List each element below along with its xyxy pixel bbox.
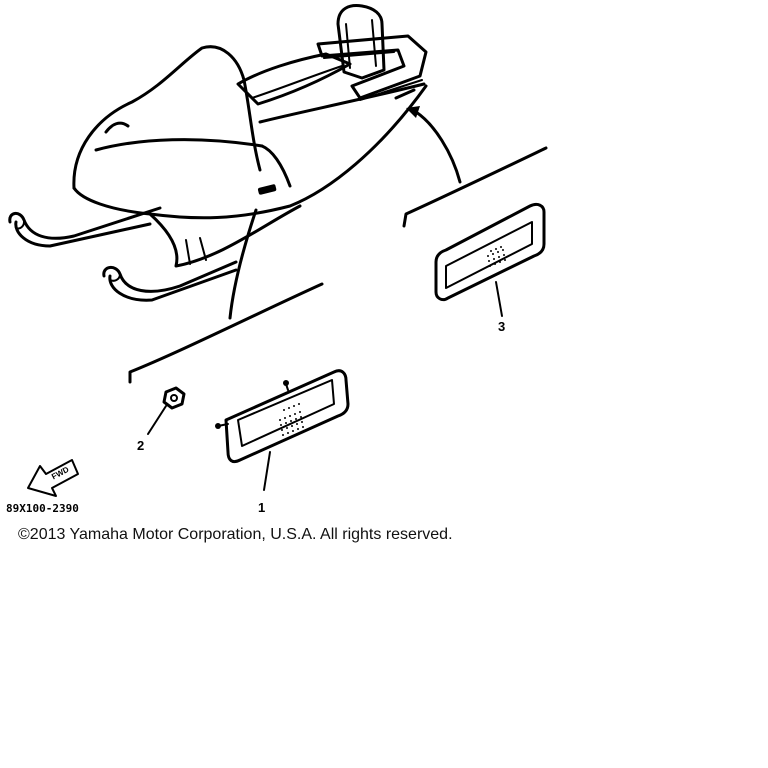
front-arrow-icon: FWD xyxy=(27,459,79,497)
reflector-texture xyxy=(279,403,304,436)
diagram-code: 89X100-2390 xyxy=(6,502,79,515)
callout-3: 3 xyxy=(498,319,505,334)
leader-lines xyxy=(228,106,462,320)
copyright-notice: ©2013 Yamaha Motor Corporation, U.S.A. A… xyxy=(18,526,453,543)
snowmobile-illustration xyxy=(8,4,428,302)
callout-1: 1 xyxy=(258,500,265,515)
part-1-side-reflector xyxy=(215,369,350,491)
reflector-texture xyxy=(487,246,506,267)
callout-2: 2 xyxy=(137,438,144,453)
part-3-rear-reflector xyxy=(434,202,546,317)
exploded-parts-diagram: FWD 1 2 3 89X100-2390 xyxy=(6,4,548,515)
bracket-lines xyxy=(128,146,548,384)
part-2-nut xyxy=(147,386,186,435)
